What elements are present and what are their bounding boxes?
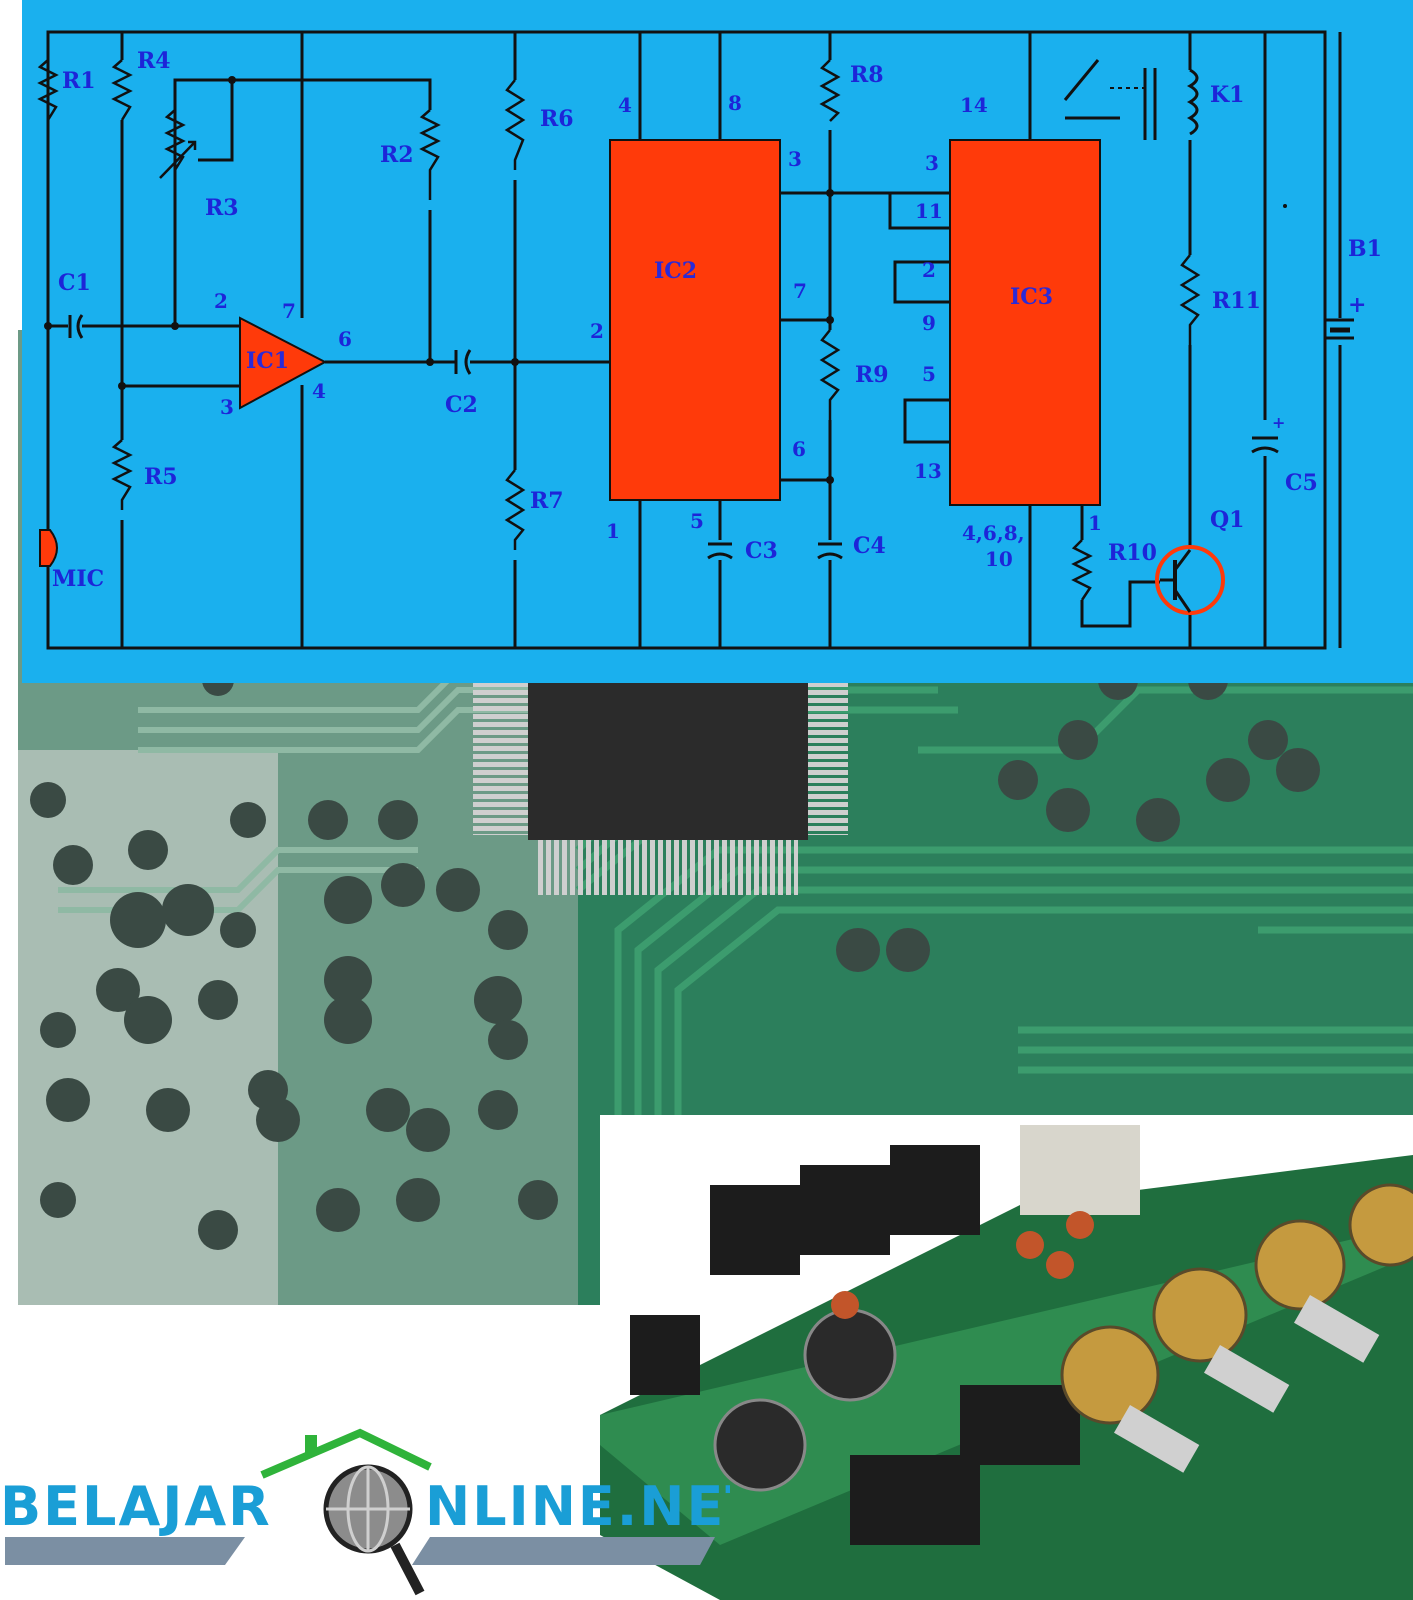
ic3-pin-14: 14	[960, 93, 988, 117]
ic1-pin-4: 4	[312, 379, 326, 403]
battery-b1-symbol	[1326, 318, 1354, 340]
ic3-pin-2: 2	[922, 258, 936, 282]
ic3-block	[949, 139, 1101, 506]
resistor-symbols	[37, 59, 1201, 601]
amplifier-board-photo	[600, 1115, 1413, 1600]
r7-symbol	[504, 469, 526, 550]
c2-symbol	[454, 349, 472, 375]
microphone-icon	[39, 529, 58, 567]
ic3-pins-gnd-line2: 10	[985, 547, 1013, 571]
r11-symbol	[1179, 254, 1201, 345]
r6-symbol	[504, 79, 526, 170]
label-r2: R2	[380, 142, 414, 168]
label-r7: R7	[530, 488, 564, 514]
label-mic: MIC	[52, 566, 104, 592]
ic2-pin-7: 7	[793, 279, 807, 303]
schematic-diagram: R1 R4 R3 R2 C1 R5 MIC R6 R7 C2 C3 R8 R9 …	[22, 0, 1413, 683]
ic3-pin-13: 13	[914, 459, 942, 483]
label-r9: R9	[855, 362, 889, 388]
label-ic1: IC1	[246, 348, 289, 374]
c3-symbol	[707, 542, 733, 560]
ic3-pin-9: 9	[922, 311, 936, 335]
label-r5: R5	[144, 464, 178, 490]
ic1-pin-7: 7	[282, 299, 296, 323]
r2-symbol	[419, 109, 441, 200]
c1-symbol	[68, 314, 84, 339]
ic3-pins-gnd-line1: 4,6,8,	[962, 521, 1025, 545]
ic3-pin-1: 1	[1088, 511, 1102, 535]
label-r8: R8	[850, 62, 884, 88]
belajaronline-logo: BELAJAR NLINE.NET	[0, 1428, 730, 1596]
capacitor-symbols	[68, 314, 1279, 560]
r10-symbol	[1071, 539, 1093, 601]
logo-text-right: NLINE.NET	[425, 1475, 730, 1538]
label-r4: R4	[137, 48, 171, 74]
label-r1: R1	[62, 68, 96, 94]
battery-plus-sign: +	[1348, 292, 1366, 318]
label-q1: Q1	[1210, 507, 1244, 533]
r9-symbol	[819, 329, 841, 420]
ic1-pin-2: 2	[214, 289, 228, 313]
label-ic3: IC3	[1010, 284, 1053, 310]
label-k1: K1	[1210, 82, 1244, 108]
ic2-pin-6: 6	[792, 437, 806, 461]
junction-dots	[44, 76, 1287, 484]
ic3-pin-3: 3	[925, 151, 939, 175]
label-r11: R11	[1212, 288, 1261, 314]
label-r3: R3	[205, 195, 239, 221]
ic1-pin-3: 3	[220, 395, 234, 419]
c5-symbol	[1251, 436, 1279, 454]
r3-symbol	[164, 109, 186, 200]
label-r6: R6	[540, 106, 574, 132]
transistor-q1-symbol	[1155, 545, 1225, 615]
ic2-pin-2: 2	[590, 319, 604, 343]
logo-bar-right	[412, 1537, 715, 1565]
ic2-pin-1: 1	[606, 519, 620, 543]
label-c4: C4	[853, 533, 886, 559]
ic3-pin-11: 11	[915, 199, 943, 223]
ic1-pin-6: 6	[338, 327, 352, 351]
r3-wiper-arrow	[159, 140, 197, 179]
label-ic2: IC2	[654, 258, 697, 284]
label-c5: C5	[1285, 470, 1318, 496]
logo-bar-left	[5, 1537, 245, 1565]
ic2-pin-3: 3	[788, 147, 802, 171]
r1-symbol	[37, 59, 59, 121]
logo-text-left: BELAJAR	[0, 1475, 272, 1538]
c4-symbol	[817, 542, 843, 560]
label-c2: C2	[445, 392, 478, 418]
ic2-pin-8: 8	[728, 91, 742, 115]
ic3-pin-5: 5	[922, 362, 936, 386]
globe-magnifier-icon	[323, 1464, 425, 1596]
roof-icon	[260, 1428, 432, 1479]
chimney-icon	[305, 1435, 317, 1455]
ic2-block	[609, 139, 781, 501]
r8-symbol	[819, 59, 841, 122]
relay-k1-symbol	[1143, 68, 1199, 140]
ic2-pin-4: 4	[618, 93, 632, 117]
label-c3: C3	[745, 538, 778, 564]
r4-symbol	[111, 59, 133, 121]
label-b1: B1	[1348, 236, 1382, 262]
c5-plus-sign: +	[1272, 413, 1285, 432]
label-c1: C1	[58, 270, 91, 296]
label-r10: R10	[1108, 540, 1157, 566]
ic2-pin-5: 5	[690, 509, 704, 533]
ic1-opamp-symbol	[239, 316, 328, 410]
r5-symbol	[111, 439, 133, 510]
